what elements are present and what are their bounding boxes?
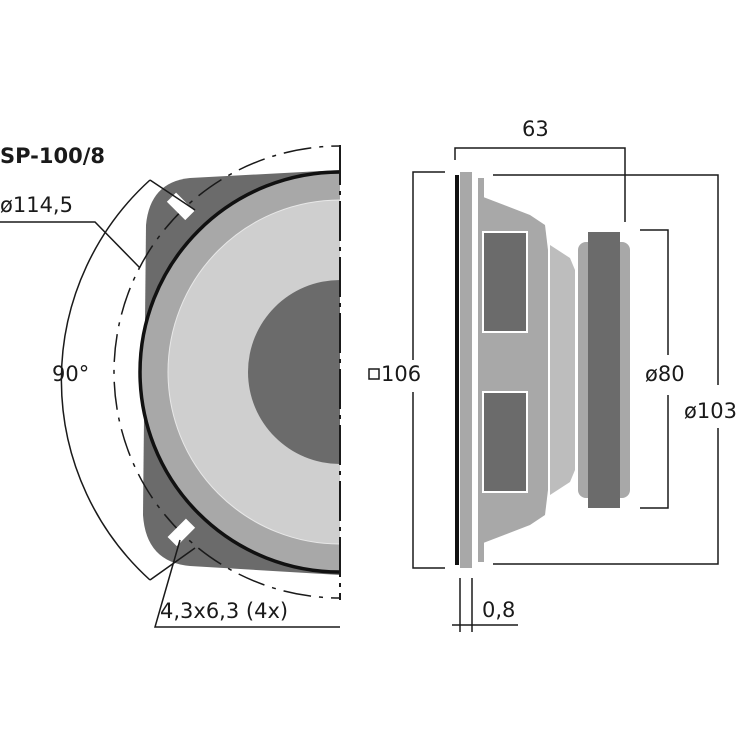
bolt-circle-leader — [0, 221, 141, 269]
bolt-circle-label: ø114,5 — [0, 193, 73, 217]
front-view — [0, 145, 340, 628]
flange-label: 0,8 — [482, 598, 515, 622]
square-symbol — [368, 368, 380, 380]
basket-window — [482, 231, 528, 333]
basket-neck — [550, 245, 575, 495]
basket-dimension — [493, 174, 719, 385]
basket-label: ø103 — [684, 399, 737, 423]
magnet-label: ø80 — [645, 362, 685, 386]
dust-cap — [248, 280, 340, 464]
angle-leader — [149, 179, 196, 211]
frame-dimension — [412, 171, 445, 360]
magnet — [588, 232, 620, 508]
basket-window — [482, 391, 528, 493]
magnet-dimension — [640, 229, 669, 355]
depth-dimension — [454, 147, 626, 222]
hole-label: 4,3x6,3 (4x) — [160, 599, 288, 623]
gasket — [455, 175, 459, 565]
side-view — [412, 147, 719, 632]
hole-leader — [154, 539, 340, 628]
basket-dimension — [493, 428, 719, 565]
bolt-circle — [113, 145, 340, 599]
frame-label: 106 — [381, 362, 421, 386]
mounting-hole — [167, 518, 196, 547]
angle-arc — [60, 179, 151, 581]
flange — [460, 172, 472, 568]
angle-label: 90° — [52, 362, 89, 386]
depth-label: 63 — [522, 117, 549, 141]
model-title: SP-100/8 — [0, 144, 105, 168]
magnet-dimension — [640, 395, 669, 509]
mounting-hole — [166, 192, 195, 221]
frame-dimension — [412, 392, 445, 569]
